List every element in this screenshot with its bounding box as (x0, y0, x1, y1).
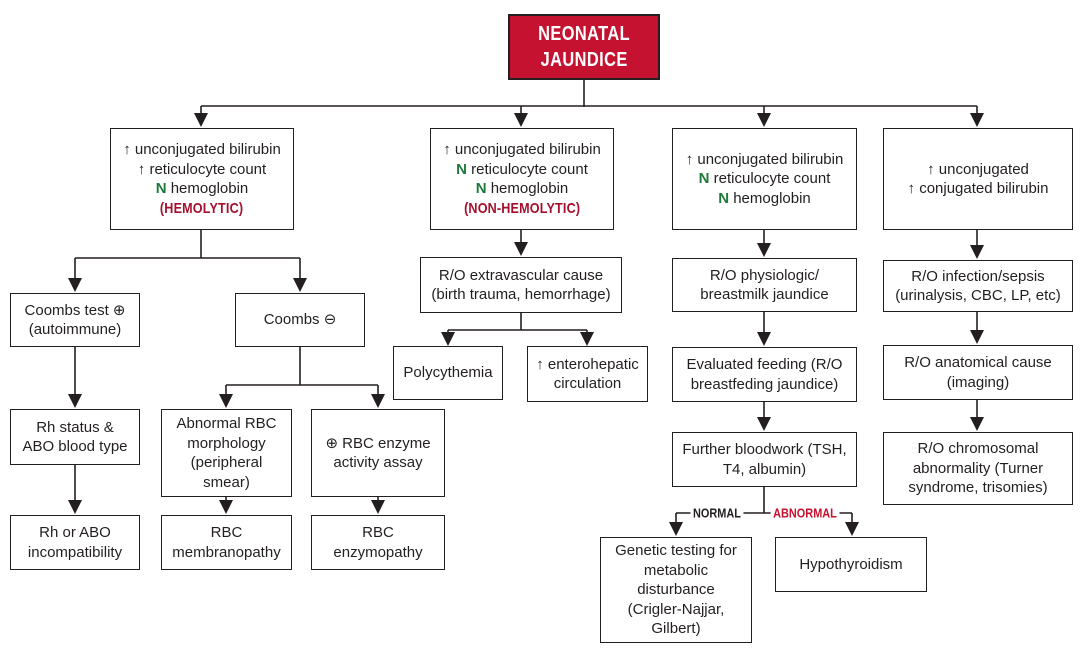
normal-flag: N (718, 189, 730, 207)
finding-line: ↑ conjugated bilirubin (907, 180, 1049, 197)
finding-text: hemoglobin (166, 180, 249, 197)
node-enterohepatic-circulation: ↑ enterohepatic circulation (527, 346, 648, 402)
finding-text: reticulocyte count (709, 170, 831, 188)
node-ro-anatomical-cause: R/O anatomical cause (imaging) (883, 345, 1073, 400)
finding-line: N hemoglobin (718, 189, 811, 209)
node-ro-extravascular-cause: R/O extravascular cause (birth trauma, h… (420, 257, 622, 313)
non-hemolytic-tag: (NON-HEMOLYTIC) (463, 199, 581, 217)
node-non-hemolytic-findings: ↑ unconjugated bilirubin N reticulocyte … (430, 128, 614, 230)
finding-line: N reticulocyte count (699, 169, 831, 189)
finding-line: ↑ reticulocyte count (137, 160, 267, 178)
finding-text: hemoglobin (729, 189, 811, 207)
node-coombs-test-positive: Coombs test ⊕ (autoimmune) (10, 293, 140, 347)
node-genetic-testing: Genetic testing for metabolic disturbanc… (600, 537, 752, 643)
finding-text: hemoglobin (486, 180, 569, 197)
finding-line: N hemoglobin (156, 179, 249, 199)
finding-line: ↑ unconjugated bilirubin (123, 141, 281, 158)
normal-flag: N (456, 160, 467, 178)
finding-line: ↑ unconjugated (927, 160, 1029, 178)
node-abnormal-rbc-morphology: Abnormal RBC morphology (peripheral smea… (161, 409, 292, 497)
normal-flag: N (155, 180, 167, 197)
node-hypothyroidism: Hypothyroidism (775, 537, 927, 592)
root-title-line1: NEONATAL (538, 23, 630, 45)
finding-line: N reticulocyte count (456, 160, 588, 180)
node-rh-status-abo-blood-type: Rh status & ABO blood type (10, 409, 140, 465)
finding-text: reticulocyte count (466, 160, 588, 178)
node-coombs-negative: Coombs ⊖ (235, 293, 365, 347)
finding-line: (HEMOLYTIC) (152, 199, 251, 219)
root-node-neonatal-jaundice: NEONATAL JAUNDICE (508, 14, 660, 80)
node-physiologic-findings: ↑ unconjugated bilirubin N reticulocyte … (672, 128, 857, 230)
node-polycythemia: Polycythemia (393, 346, 503, 400)
hemolytic-tag: (HEMOLYTIC) (160, 199, 244, 217)
normal-flag: N (698, 170, 710, 188)
node-rbc-enzymopathy: RBC enzymopathy (311, 515, 445, 570)
finding-line: ↑ unconjugated bilirubin (443, 141, 601, 158)
node-hemolytic-findings: ↑ unconjugated bilirubin ↑ reticulocyte … (110, 128, 294, 230)
node-ro-infection-sepsis: R/O infection/sepsis (urinalysis, CBC, L… (883, 260, 1073, 312)
node-conjugated-findings: ↑ unconjugated ↑ conjugated bilirubin (883, 128, 1073, 230)
finding-line: (NON-HEMOLYTIC) (453, 199, 591, 219)
normal-flag: N (475, 180, 487, 197)
node-rbc-membranopathy: RBC membranopathy (161, 515, 292, 570)
finding-line: N hemoglobin (476, 179, 569, 199)
root-title-line2: JAUNDICE (540, 49, 628, 71)
label-abnormal: ABNORMAL (770, 506, 840, 520)
node-rh-or-abo-incompatibility: Rh or ABO incompatibility (10, 515, 140, 570)
node-ro-physiologic-breastmilk-jaundice: R/O physiologic/ breastmilk jaundice (672, 258, 857, 312)
finding-line: ↑ unconjugated bilirubin (685, 150, 844, 168)
node-rbc-enzyme-activity-assay: ⊕ RBC enzyme activity assay (311, 409, 445, 497)
node-ro-chromosomal-abnormality: R/O chromosomal abnormality (Turner synd… (883, 432, 1073, 505)
label-normal: NORMAL (690, 506, 744, 520)
node-evaluated-feeding: Evaluated feeding (R/O breastfeding jaun… (672, 347, 857, 402)
node-further-bloodwork: Further bloodwork (TSH, T4, albumin) (672, 432, 857, 487)
